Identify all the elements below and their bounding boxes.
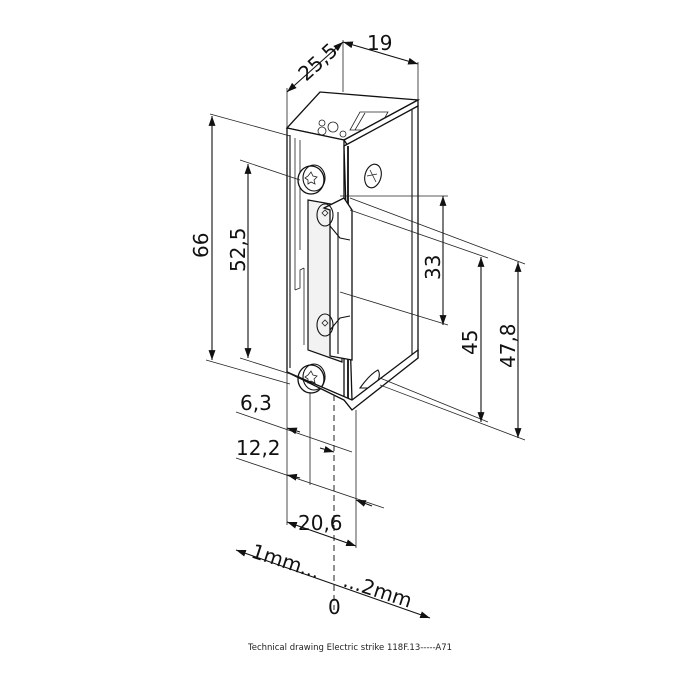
- dimension-total-offset: 20,6: [286, 511, 357, 547]
- dim-33-label: 33: [421, 255, 445, 280]
- dim-depth-label: 25,5: [293, 38, 342, 86]
- dimension-offset-12-2: 12,2: [235, 436, 385, 509]
- dimension-offset-6-3: 6,3: [235, 391, 353, 453]
- dimension-strike-height: 47,8: [349, 197, 526, 441]
- adjustment-range: 1mm... ...2mm 0: [235, 539, 431, 619]
- dim-6-3-label: 6,3: [240, 391, 272, 415]
- adjust-center-label: 0: [328, 595, 341, 619]
- dimension-faceplate-height: 45: [349, 209, 489, 423]
- adjust-right-label: ...2mm: [340, 568, 415, 613]
- drawing-caption: Technical drawing Electric strike 118F.1…: [247, 643, 453, 653]
- dim-47-8-label: 47,8: [496, 323, 520, 368]
- dim-width-label: 19: [367, 31, 392, 55]
- dim-66-label: 66: [189, 233, 213, 258]
- dim-45-label: 45: [458, 330, 482, 355]
- electric-strike-body: [285, 91, 421, 411]
- dimension-screw-spacing: 52,5: [226, 159, 301, 378]
- adjust-left-label: 1mm...: [248, 539, 323, 584]
- reference-lines: [286, 372, 357, 610]
- dim-52-5-label: 52,5: [226, 227, 250, 272]
- dim-12-2-label: 12,2: [236, 436, 281, 460]
- dimension-overall-height: 66: [189, 113, 291, 385]
- dim-20-6-label: 20,6: [298, 511, 343, 535]
- dimension-latch-opening: 33: [339, 195, 449, 326]
